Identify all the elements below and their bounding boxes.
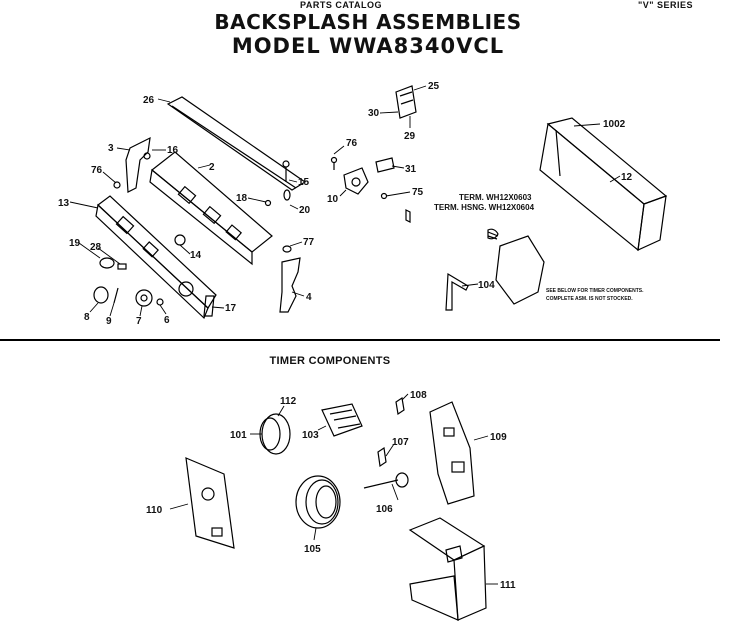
label-26: 26: [143, 95, 155, 106]
label-107: 107: [392, 437, 409, 448]
part-clip-31: [375, 157, 395, 173]
part-cover-111: [408, 517, 487, 621]
part-clip-108: [395, 396, 405, 416]
label-103: 103: [302, 430, 319, 441]
label-76b: 76: [346, 138, 358, 149]
label-109: 109: [490, 432, 507, 443]
label-77: 77: [303, 237, 315, 248]
part-spring-9: [113, 287, 119, 304]
part-17: [203, 295, 215, 317]
part-28: [117, 263, 127, 270]
label-19: 19: [69, 238, 81, 249]
label-2: 2: [209, 162, 215, 173]
label-18: 18: [236, 193, 248, 204]
part-screw-16: [143, 152, 151, 160]
part-cam-101: [261, 413, 291, 455]
label-105: 105: [304, 544, 321, 555]
part-harness-104: [445, 272, 469, 311]
label-1002: 1002: [603, 119, 626, 130]
part-front-console: [95, 195, 217, 320]
label-104: 104: [478, 280, 495, 291]
part-clip-20: [283, 189, 291, 201]
label-110: 110: [146, 505, 163, 516]
label-14: 14: [190, 250, 202, 261]
part-top-trim: [166, 96, 307, 191]
label-108: 108: [410, 390, 427, 401]
label-17: 17: [225, 303, 237, 314]
part-shaft-106: [363, 479, 399, 489]
label-25: 25: [428, 81, 440, 92]
part-drum-105: [295, 475, 341, 529]
part-bracket: [125, 136, 151, 193]
label-15: 15: [298, 177, 310, 188]
page-title: BACKSPLASH ASSEMBLIES: [214, 10, 522, 34]
label-7: 7: [136, 316, 142, 327]
part-switch-25: [395, 85, 417, 119]
label-13: 13: [58, 198, 70, 209]
label-101: 101: [230, 430, 247, 441]
series-label: "V" SERIES: [638, 0, 694, 10]
part-backsplash-panel: [149, 151, 273, 266]
part-plate-110: [185, 457, 235, 549]
part-switch-pack-103: [321, 403, 363, 437]
part-frame-109: [429, 401, 475, 505]
label-9: 9: [106, 316, 112, 327]
part-end-bracket: [279, 257, 301, 313]
label-76a: 76: [91, 165, 103, 176]
section-divider: [0, 339, 720, 341]
label-16: 16: [167, 145, 179, 156]
part-spring: [487, 228, 499, 240]
note-term-wh: TERM. WH12X0603: [459, 193, 532, 202]
note-timer-2: COMPLETE ASM. IS NOT STOCKED.: [546, 296, 633, 302]
note-timer-1: SEE BELOW FOR TIMER COMPONENTS.: [546, 288, 644, 294]
label-28: 28: [90, 242, 102, 253]
part-75: [380, 192, 388, 200]
part-screw-18: [264, 199, 272, 207]
part-valve-10: [343, 167, 369, 195]
label-112: 112: [280, 396, 297, 407]
label-111: 111: [500, 580, 516, 591]
part-knob-14: [174, 234, 186, 246]
part-screw-76: [113, 181, 121, 189]
timer-section-title: TIMER COMPONENTS: [269, 355, 391, 367]
part-screw-15: [282, 160, 290, 168]
leader-lines: [69, 85, 621, 585]
label-4: 4: [306, 292, 312, 303]
part-rear-housing: [539, 117, 668, 252]
label-75: 75: [412, 187, 424, 198]
catalog-label: PARTS CATALOG: [300, 0, 382, 10]
part-knob-7: [135, 289, 153, 307]
note-term-hsng: TERM. HSNG. WH12X0604: [434, 203, 535, 212]
part-knob-19: [99, 257, 115, 269]
part-timer-assembly: [495, 235, 545, 305]
part-screw-76b: [330, 156, 338, 164]
label-3: 3: [108, 143, 114, 154]
part-pin-107: [377, 446, 387, 468]
label-10: 10: [327, 194, 339, 205]
label-12: 12: [621, 172, 633, 183]
part-clip-77: [282, 245, 292, 253]
label-31: 31: [405, 164, 417, 175]
label-30: 30: [368, 108, 380, 119]
part-knob-8: [93, 286, 109, 304]
label-106: 106: [376, 504, 393, 515]
label-8: 8: [84, 312, 90, 323]
label-6: 6: [164, 315, 170, 326]
label-20: 20: [299, 205, 311, 216]
part-6: [156, 298, 164, 306]
model-title: MODEL WWA8340VCL: [231, 34, 505, 58]
label-29: 29: [404, 131, 416, 142]
